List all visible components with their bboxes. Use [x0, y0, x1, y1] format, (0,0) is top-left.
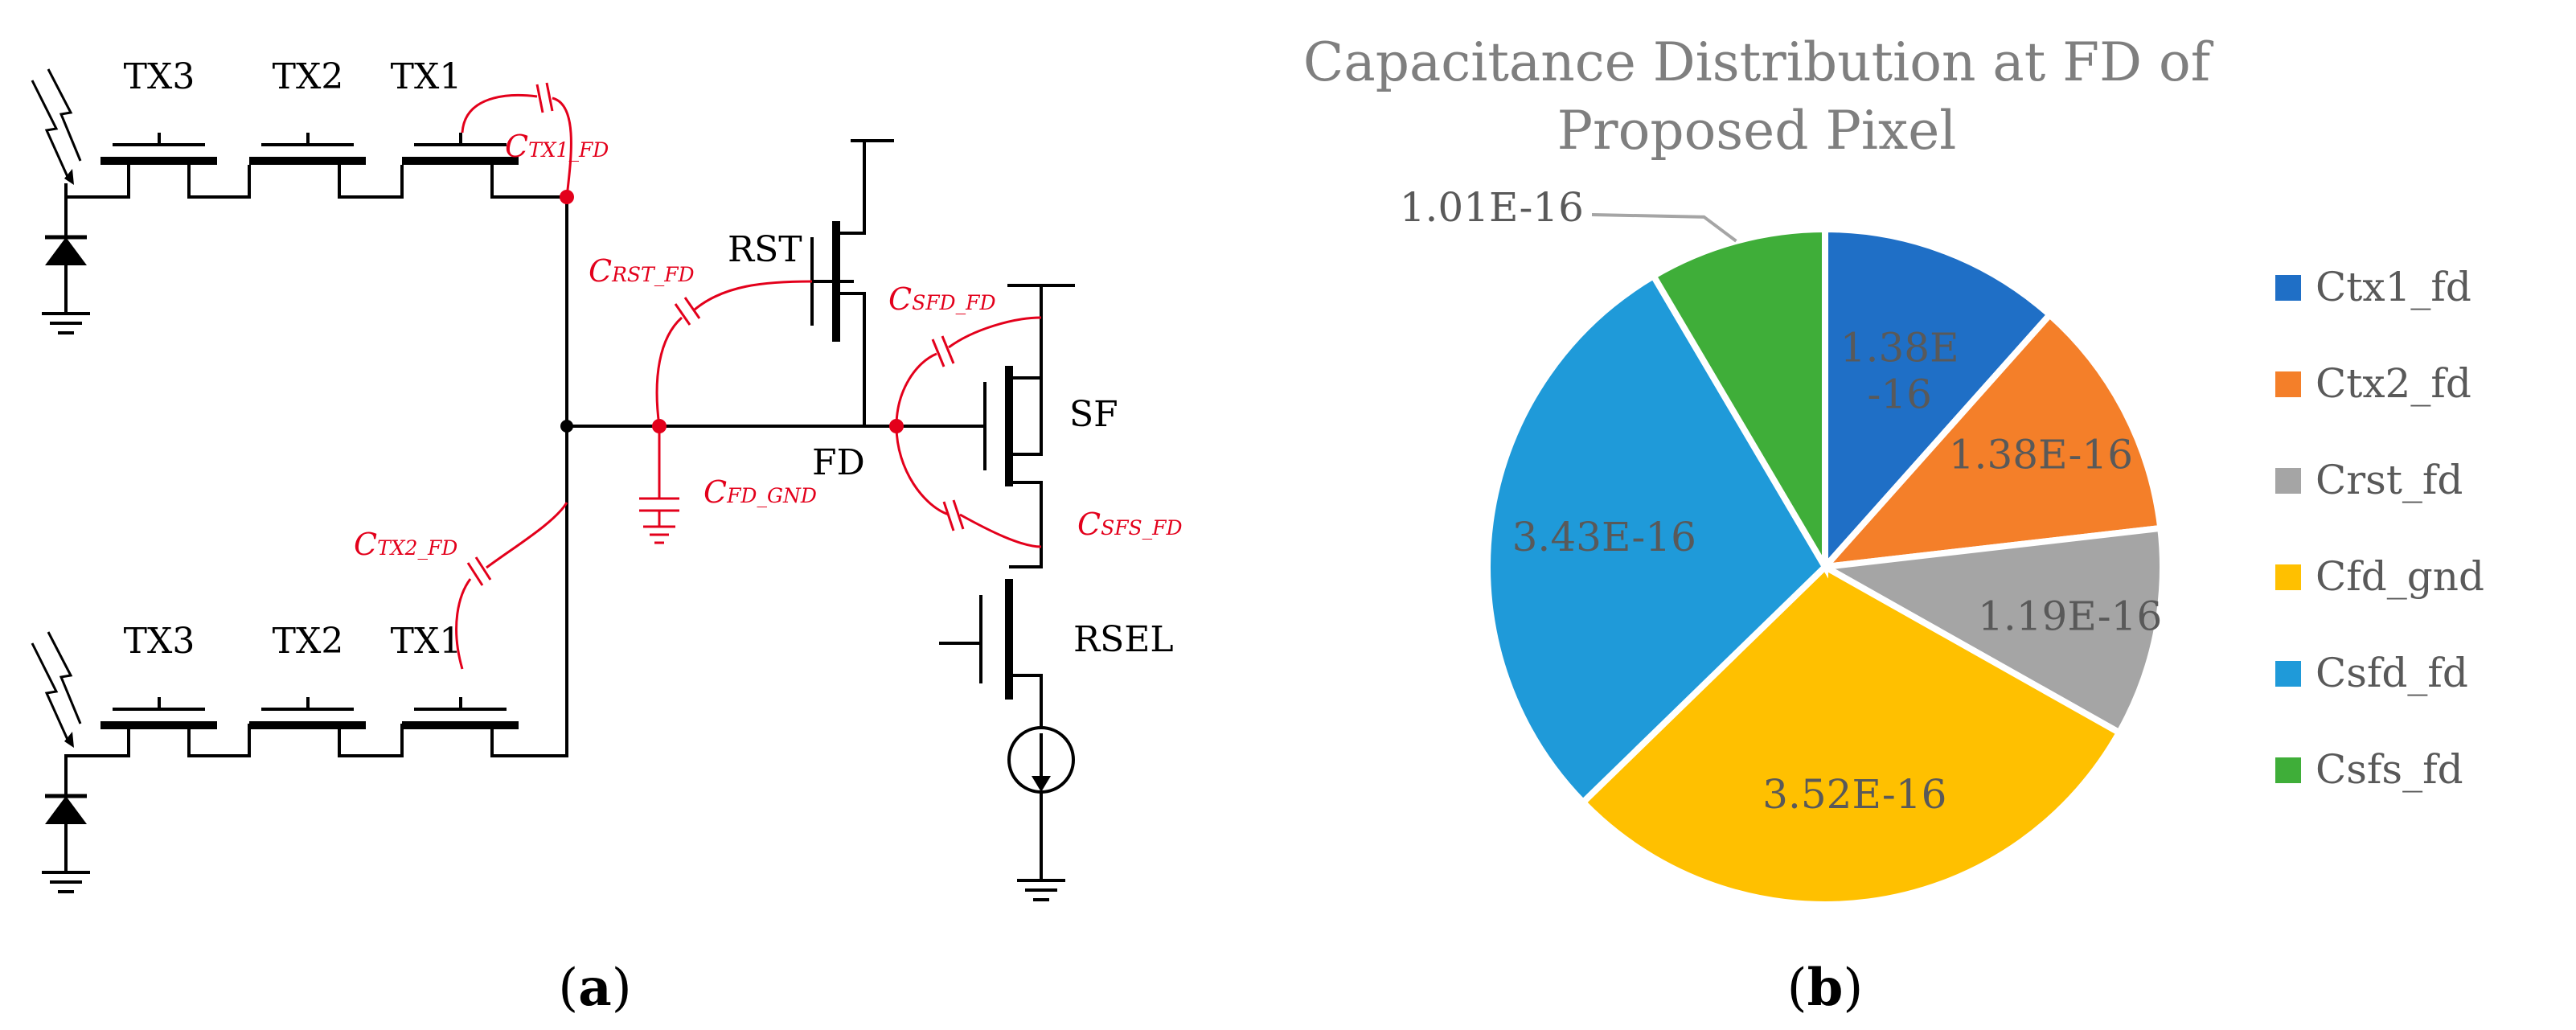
- data-label-ctx2-fd: 1.38E-16: [1949, 432, 2133, 478]
- chart-title-line2: Proposed Pixel: [1557, 100, 1957, 162]
- legend-label-ctx2-fd: Ctx2_fd: [2316, 360, 2471, 407]
- parasitic-capacitors: [455, 82, 1042, 670]
- label-sf: SF: [1069, 394, 1118, 435]
- data-label-csfs-fd: 1.01E-16: [1400, 184, 1584, 231]
- label-cfd-gnd: CFD_GND: [703, 474, 817, 510]
- pie-slice-crst-fd: [1815, 524, 2166, 737]
- label-tx1-top: TX1: [391, 56, 462, 97]
- label-csfd-fd: CSFD_FD: [888, 281, 996, 317]
- legend-label-csfs-fd: Csfs_fd: [2316, 746, 2463, 793]
- label-csfs-fd: CSFS_FD: [1077, 507, 1183, 542]
- label-ctx2-fd: CTX2_FD: [354, 527, 457, 562]
- legend-swatch-ctx2-fd: [2275, 371, 2301, 397]
- pie-slice-cfd-gnd: [1578, 563, 2124, 908]
- pie-chart-panel: Capacitance Distribution at FD of Propos…: [1303, 31, 2484, 1018]
- data-label-ctx1-fd: 1.38E-16: [1840, 325, 1959, 418]
- transistors-bottom: [100, 697, 519, 729]
- label-tx2-bottom: TX2: [273, 621, 344, 662]
- legend-label-ctx1-fd: Ctx1_fd: [2316, 264, 2471, 310]
- data-label-cfd-gnd: 3.52E-16: [1762, 771, 1946, 818]
- pie-slices: [1484, 225, 2166, 908]
- label-fd: FD: [812, 442, 865, 483]
- transistor-labels: TX3 TX2 TX1 TX3 TX2 TX1 RST FD SF RSEL: [124, 56, 1174, 662]
- pie-slice-csfd-fd: [1484, 271, 1830, 807]
- legend-label-crst-fd: Crst_fd: [2316, 457, 2463, 503]
- photodiode-top-icon: [31, 68, 87, 265]
- pie-data-labels: 1.38E-16 1.38E-16 1.19E-16 3.52E-16 3.43E-16…: [1400, 184, 2163, 818]
- junction-dots: [560, 190, 904, 433]
- legend-swatch-ctx1-fd: [2275, 275, 2301, 301]
- label-tx3-top: TX3: [124, 56, 195, 97]
- label-tx3-bottom: TX3: [124, 621, 195, 662]
- transistors-top: [100, 133, 519, 165]
- pie-slice-ctx1-fd: [1822, 225, 2055, 576]
- label-rsel: RSEL: [1073, 619, 1174, 660]
- leader-line-csfs-fd: [1591, 213, 1737, 243]
- legend-swatch-crst-fd: [2275, 468, 2301, 494]
- transistor-sf: [983, 285, 1043, 486]
- pie-legend: Ctx1_fdCtx2_fdCrst_fdCfd_gndCsfd_fdCsfs_…: [2275, 264, 2484, 793]
- legend-swatch-csfs-fd: [2275, 757, 2301, 783]
- chart-title-line1: Capacitance Distribution at FD of: [1303, 31, 2214, 93]
- current-source-icon: [1032, 733, 1051, 792]
- label-tx1-bottom: TX1: [391, 621, 462, 662]
- data-label-crst-fd: 1.19E-16: [1978, 593, 2162, 639]
- circuit-wires: [64, 139, 1075, 882]
- label-rst: RST: [728, 229, 802, 270]
- label-crst-fd: CRST_FD: [589, 253, 695, 289]
- photodiode-bottom-icon: [31, 631, 87, 824]
- panel-label-b: (b): [1787, 958, 1864, 1018]
- data-label-csfd-fd: 3.43E-16: [1512, 514, 1696, 560]
- panel-label-a: (a): [558, 958, 631, 1018]
- pie-slice-ctx2-fd: [1817, 310, 2164, 572]
- legend-label-cfd-gnd: Cfd_gnd: [2316, 553, 2484, 600]
- label-ctx1-fd: CTX1_FD: [505, 129, 609, 164]
- circuit-panel: TX3 TX2 TX1 TX3 TX2 TX1 RST FD SF RSEL C…: [31, 56, 1183, 1018]
- capacitor-labels: CTX1_FD CTX2_FD CRST_FD CSFD_FD CFD_GND …: [354, 129, 1183, 562]
- legend-label-csfd-fd: Csfd_fd: [2316, 650, 2468, 696]
- ground-icon: [42, 265, 1065, 901]
- legend-swatch-csfd-fd: [2275, 661, 2301, 687]
- transistor-rsel: [979, 565, 1041, 700]
- legend-swatch-cfd-gnd: [2275, 564, 2301, 590]
- label-tx2-top: TX2: [273, 56, 344, 97]
